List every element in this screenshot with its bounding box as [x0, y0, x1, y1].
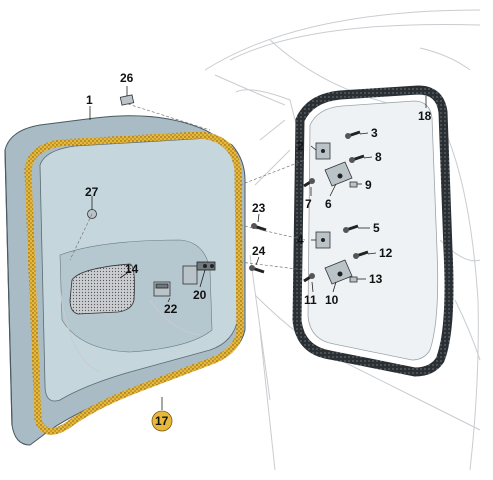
callout-27: 27: [85, 185, 99, 199]
vehicle-body: [204, 9, 481, 471]
callout-14: 14: [125, 262, 139, 276]
callout-18: 18: [418, 109, 432, 123]
lower-hinge: [315, 231, 353, 285]
front-door-shell: [4, 115, 246, 446]
door-seal: [24, 131, 244, 435]
bolts: [249, 130, 369, 283]
callout-17: 17: [155, 414, 169, 428]
callout-7: 7: [305, 197, 312, 211]
callout-5: 5: [373, 221, 380, 235]
callout-4: 4: [297, 233, 304, 247]
callout-1: 1: [86, 93, 93, 107]
alignment-lines: [69, 103, 306, 271]
callout-20: 20: [193, 288, 207, 302]
callout-6: 6: [325, 197, 332, 211]
callout-9: 9: [365, 178, 372, 192]
upper-hinge: [315, 142, 353, 187]
callout-labels: 1 26 27 14 20 22 17 23 24 2 3 8 9 7 6 4 …: [85, 71, 432, 432]
callout-2: 2: [297, 139, 304, 153]
sound-absorber-part: [69, 263, 135, 315]
callout-3: 3: [371, 126, 378, 140]
leader-lines: [89, 86, 427, 410]
lock-parts: [153, 261, 216, 297]
callout-22: 22: [164, 302, 178, 316]
callout-26: 26: [120, 71, 134, 85]
callout-13: 13: [369, 272, 383, 286]
callout-11: 11: [304, 293, 317, 307]
callout-12: 12: [379, 246, 393, 260]
callout-10: 10: [325, 293, 339, 307]
callout-17-badge: 17: [151, 410, 173, 432]
callout-24: 24: [252, 244, 266, 258]
callout-8: 8: [375, 150, 382, 164]
callout-23: 23: [252, 201, 266, 215]
